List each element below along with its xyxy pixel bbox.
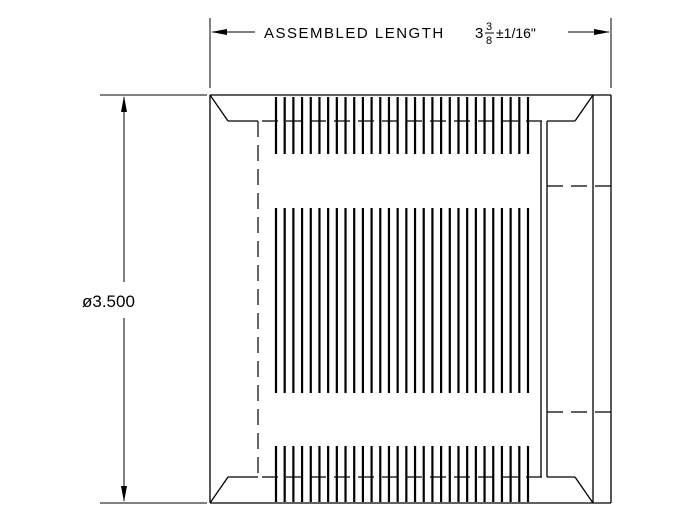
diameter-arrowhead-bottom: [121, 486, 127, 502]
diameter-arrowhead-top: [121, 96, 127, 112]
rib-row-middle: [274, 208, 530, 393]
length-label: ASSEMBLED LENGTH: [264, 25, 445, 42]
left-bottom-chamfer: [209, 476, 229, 504]
length-tolerance: ±1/16": [496, 25, 536, 41]
right-cap-top-chamfer: [574, 94, 594, 122]
length-dimension: ASSEMBLED LENGTH 3 3 8 ±1/16": [209, 18, 612, 88]
right-cap-bottom-chamfer: [574, 476, 594, 504]
length-fraction-denominator: 8: [486, 35, 492, 47]
diameter-dimension: ø3.500: [82, 94, 207, 504]
rib-row-bottom: [274, 446, 530, 502]
diameter-label: ø3.500: [82, 292, 135, 311]
left-top-chamfer: [209, 94, 229, 122]
length-fraction-numerator: 3: [486, 21, 492, 33]
length-whole: 3: [475, 25, 483, 42]
length-arrowhead-right: [594, 29, 610, 35]
length-arrowhead-left: [211, 29, 227, 35]
part-outline: [209, 94, 612, 504]
hidden-lines: [257, 120, 611, 478]
rib-row-top: [274, 97, 530, 154]
